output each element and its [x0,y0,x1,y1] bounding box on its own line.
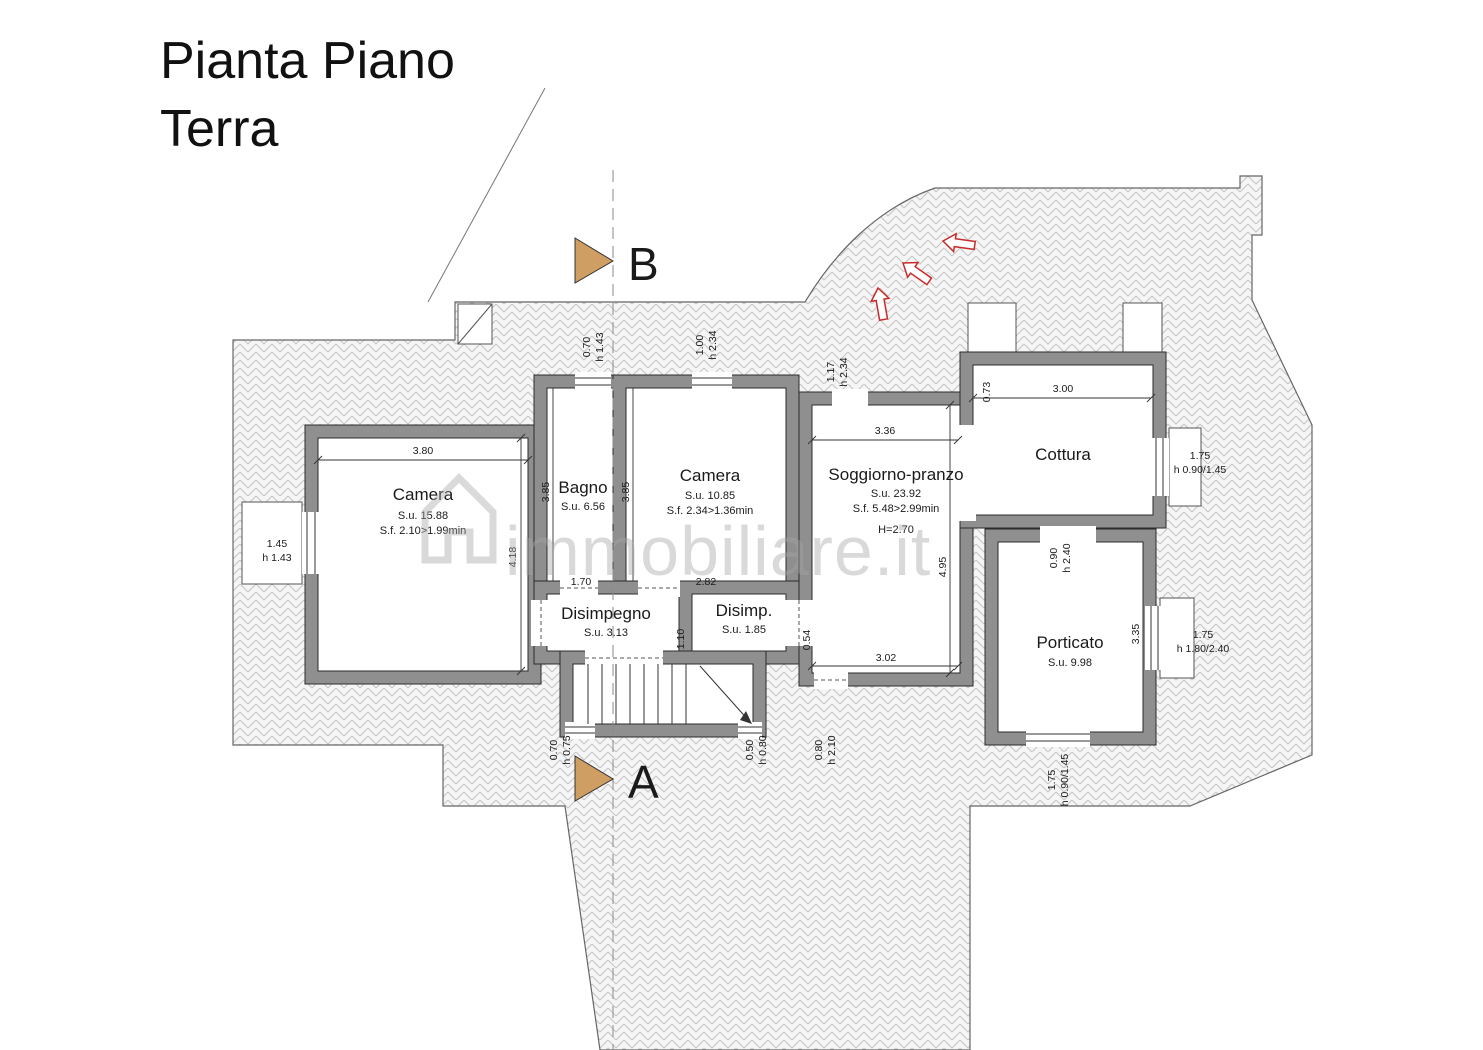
windows [241,372,1202,747]
hatch-cutouts [457,302,1163,353]
room-sf-camera1: S.f. 2.10>1.99min [380,525,467,537]
dim-porticato-window-h: h 1.80/2.40 [1177,643,1230,655]
room-height-soggiorno: H=2.70 [878,524,914,536]
room-su-camera1: S.u. 15.88 [398,510,448,522]
watermark: immobiliare.it [421,473,931,590]
dim-cottura-window: 1.75 [1190,450,1211,462]
room-su-disimp: S.u. 1.85 [722,624,766,636]
dim-porticato-opening-h: h 2.40 [1061,543,1073,572]
watermark-logo-icon [421,473,497,564]
room-su-bagno: S.u. 6.56 [561,501,605,513]
dim-soggiorno-width-bottom: 3.02 [876,652,897,664]
dim-camera1-width: 3.80 [413,445,434,457]
room-su-soggiorno: S.u. 23.92 [871,488,921,500]
section-letter-a: A [628,756,659,808]
room-label-soggiorno: Soggiorno-pranzo [828,465,963,484]
room-interiors [317,364,1154,733]
dim-soggiorno-height: 4.95 [937,557,949,578]
dim-soggiorno-left: 0.54 [801,630,813,651]
dim-soggiorno-door-top-h: h 2.34 [838,357,850,386]
room-su-camera2: S.u. 10.85 [685,490,735,502]
arrow-icon [869,286,891,322]
dim-cottura-left: 0.73 [981,382,993,403]
dim-cottura-width: 3.00 [1053,383,1074,395]
section-marker-a-icon [574,755,614,802]
room-label-disimp: Disimp. [716,601,773,620]
dim-porticato-window: 1.75 [1193,629,1214,641]
room-su-porticato: S.u. 9.98 [1048,657,1092,669]
dim-camera2-door: 1.00 [694,335,706,356]
door-swing-dashes [540,587,848,681]
room-sf-camera2: S.f. 2.34>1.36min [667,505,754,517]
dim-bottom-win1: 0.70 [548,740,560,761]
dim-camera1-window: 1.45 [267,538,288,550]
room-label-disimpegno: Disimpegno [561,604,651,623]
room-label-bagno: Bagno [558,478,607,497]
dim-bottom-win2: 0.50 [744,740,756,761]
entrance-arrows [869,232,977,322]
dim-porticato-opening: 0.90 [1048,548,1060,569]
dim-bagno-height: 3.85 [540,482,552,503]
arrow-icon [941,232,977,254]
room-sf-soggiorno: S.f. 5.48>2.99min [853,503,940,515]
dim-soggiorno-width-top: 3.36 [875,425,896,437]
dim-porticato-bottom-window-h: h 0.90/1.45 [1059,754,1071,807]
dim-camera1-window-h: h 1.43 [262,552,291,564]
dim-bottom-win2-h: h 0.80 [757,735,769,764]
section-letter-b: B [628,238,659,290]
dim-bottom-door: 0.80 [813,740,825,761]
dim-bottom-door-h: h 2.10 [826,735,838,764]
section-marker-b-icon [574,237,614,284]
room-label-cottura: Cottura [1035,445,1091,464]
stairs-direction-arrow-icon [740,711,752,724]
dim-disimp-width: 2.82 [696,576,717,588]
dim-bagno-window-h: h 1.43 [594,332,606,361]
room-label-camera2: Camera [680,466,741,485]
arrow-icon [901,261,933,286]
dim-bagno-window: 0.70 [581,337,593,358]
dim-camera2-door-h: h 2.34 [707,330,719,359]
room-label-porticato: Porticato [1036,633,1103,652]
dim-bottom-win1-h: h 0.75 [561,735,573,764]
dim-disimpegno-width: 1.70 [571,576,592,588]
dim-camera2-height: 3.85 [620,482,632,503]
room-label-camera1: Camera [393,485,454,504]
dim-cottura-window-h: h 0.90/1.45 [1174,464,1227,476]
stairs [587,664,752,724]
dim-porticato-height: 3.35 [1130,624,1142,645]
dim-camera1-height: 4.18 [507,547,519,568]
dim-disimp-door: 1.10 [675,629,687,650]
page-title-line1: Pianta Piano [160,32,455,90]
room-su-disimpegno: S.u. 3.13 [584,627,628,639]
property-boundary-line [427,87,546,303]
dim-porticato-bottom-window: 1.75 [1046,770,1058,791]
watermark-text: immobiliare.it [505,512,931,590]
dimension-lines [313,388,1156,678]
dim-soggiorno-door-top: 1.17 [825,362,837,383]
page-title-line2: Terra [160,100,279,158]
